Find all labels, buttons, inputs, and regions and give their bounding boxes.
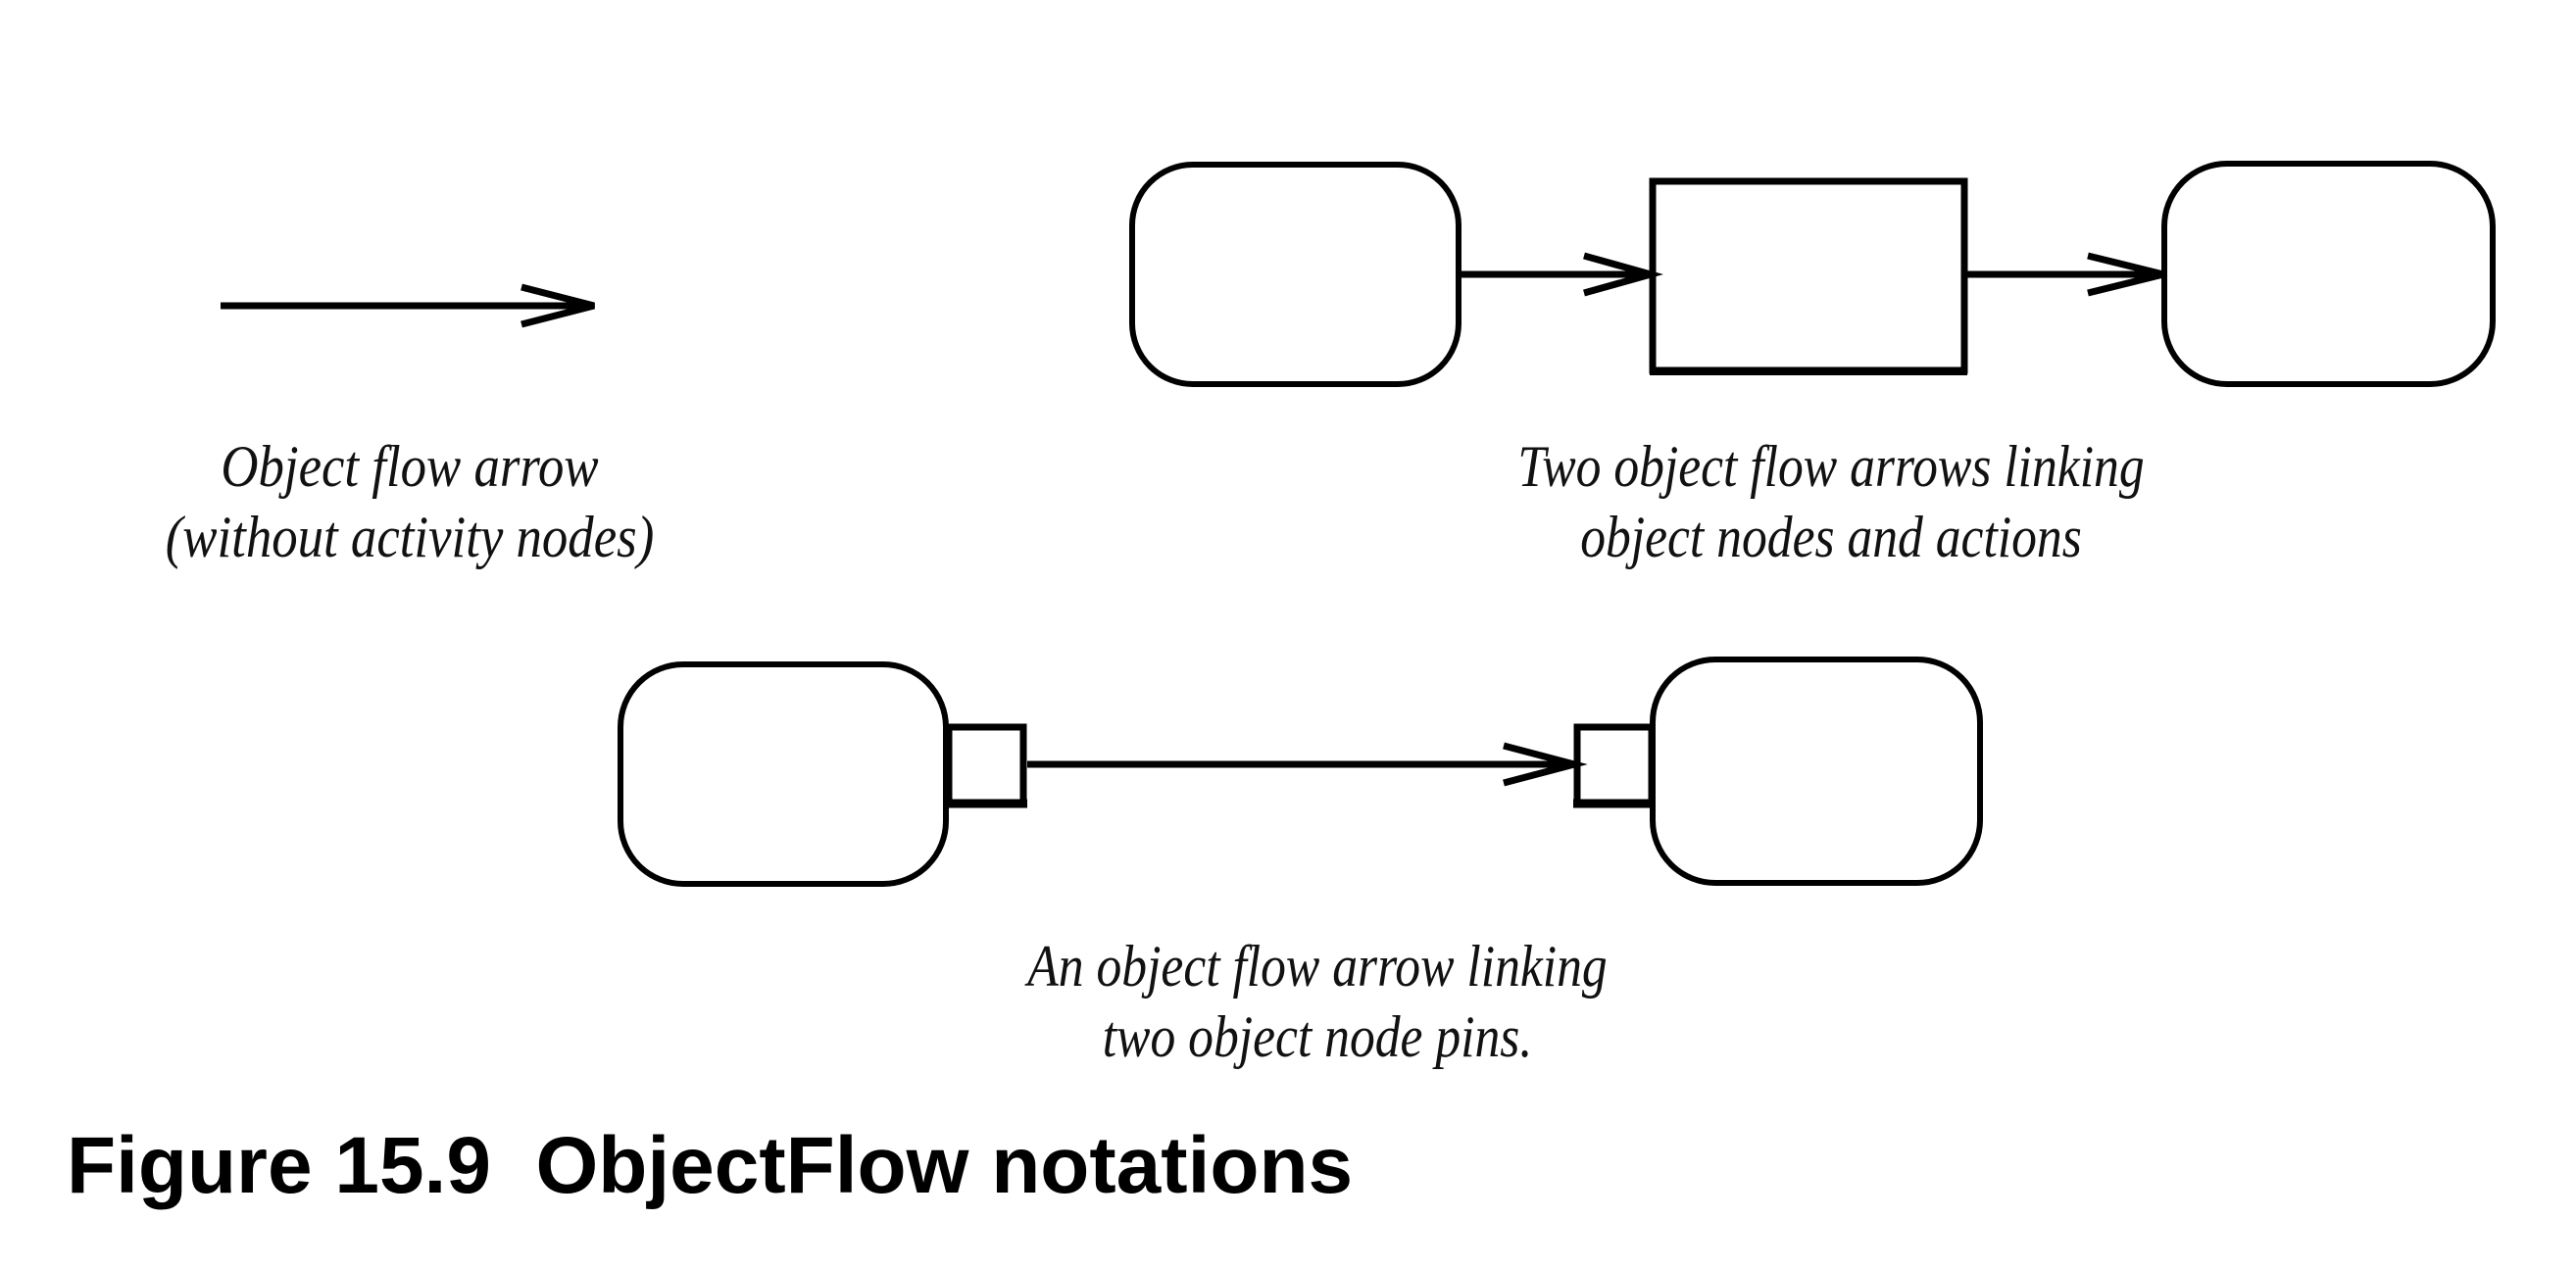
object-node-source [618, 661, 949, 887]
caption-line: Two object flow arrows linking [1517, 434, 2145, 499]
caption-line: two object node pins. [1102, 1004, 1533, 1069]
open-arrowhead-icon [1503, 742, 1588, 787]
action-node [1649, 177, 1968, 374]
nodes-and-actions [1129, 161, 2496, 387]
caption-line: object nodes and actions [1580, 505, 2082, 569]
caption-line: (without activity nodes) [165, 505, 655, 569]
standalone-arrow [221, 283, 595, 328]
figure-title: Figure 15.9 ObjectFlow notations [67, 1121, 1354, 1210]
flow-arrow-1 [1459, 252, 1664, 297]
object-node-right [2161, 161, 2496, 387]
caption-nodes-and-actions: Two object flow arrows linking object no… [1494, 431, 2168, 572]
caption-standalone-arrow: Object flow arrow (without activity node… [151, 431, 669, 572]
caption-pins: An object flow arrow linking two object … [980, 931, 1655, 1072]
caption-line: Object flow arrow [221, 434, 599, 499]
pin-flow-arrow [1027, 742, 1588, 787]
input-pin [1573, 723, 1656, 807]
output-pin [945, 723, 1027, 807]
open-arrowhead-icon [520, 283, 595, 328]
open-arrowhead-icon [2087, 252, 2164, 297]
pins-panel [618, 657, 1983, 887]
open-arrowhead-icon [1583, 252, 1664, 297]
object-node-target [1650, 657, 1983, 886]
flow-arrow-2 [1967, 252, 2164, 297]
caption-line: An object flow arrow linking [1027, 934, 1608, 999]
object-node-left [1129, 162, 1461, 387]
